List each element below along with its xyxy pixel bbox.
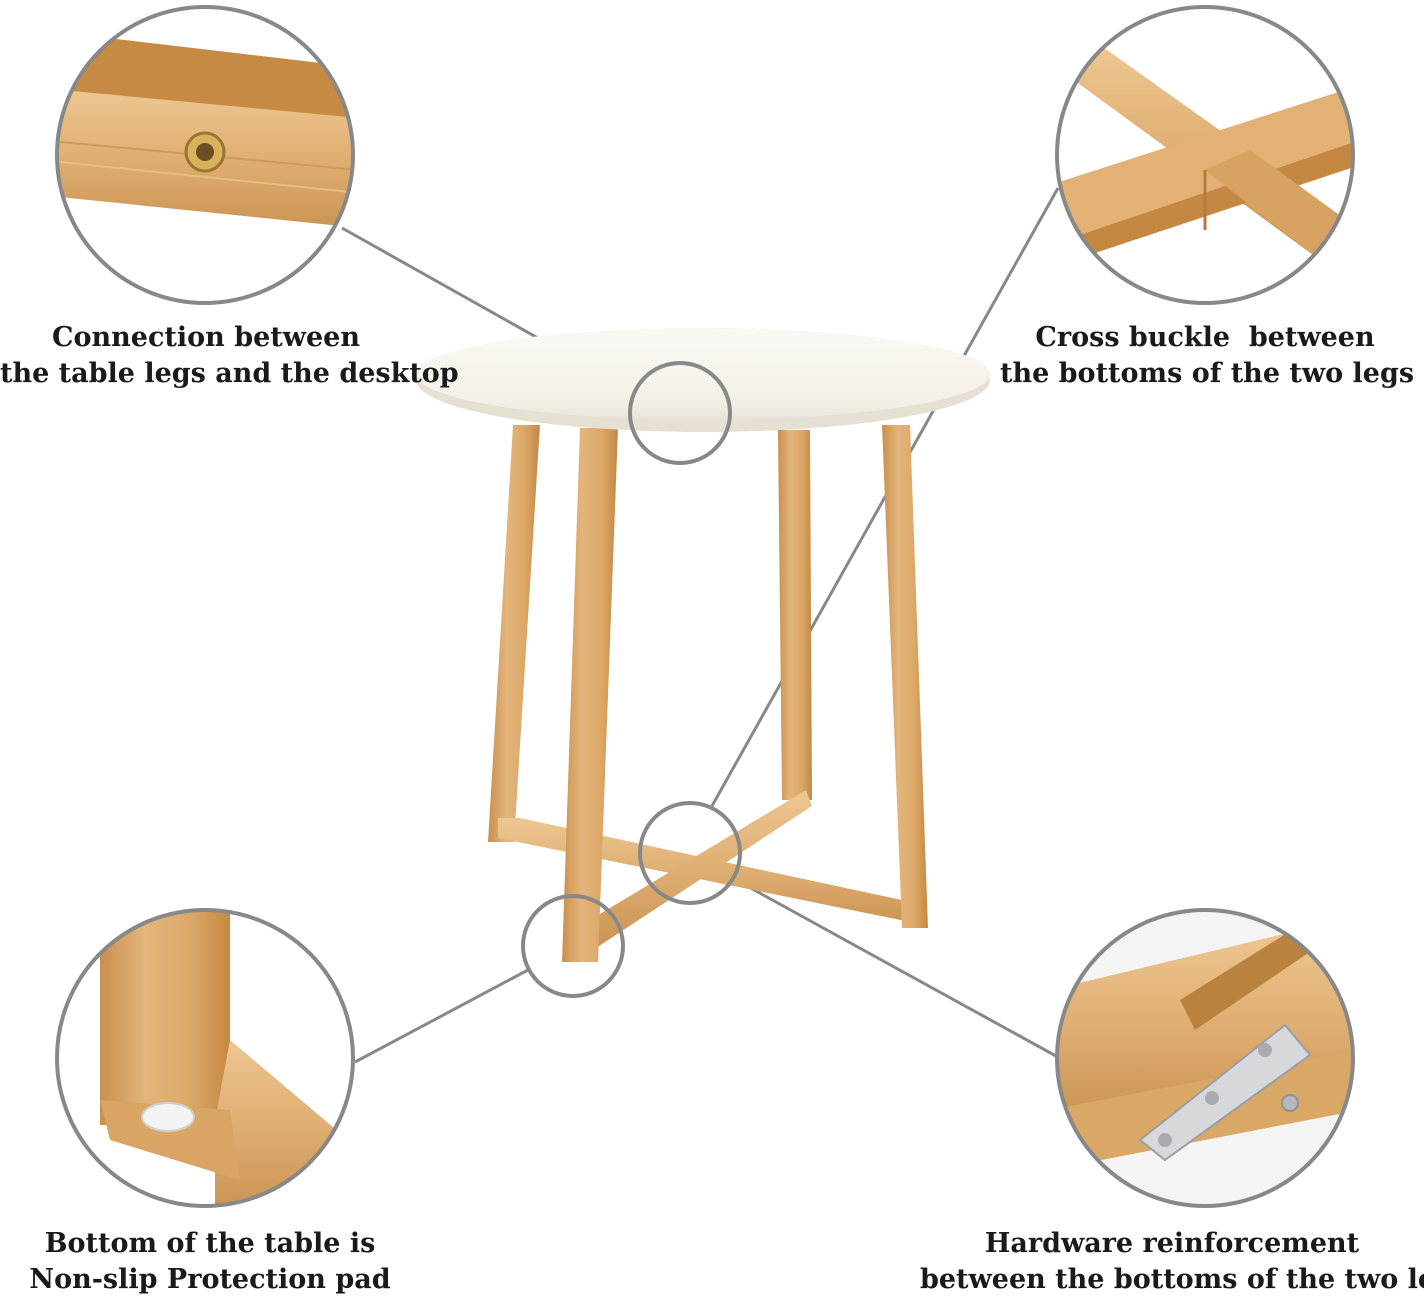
detail-cross-buckle-frame	[1055, 5, 1355, 305]
tabletop	[416, 328, 990, 420]
caption-hardware-line1: Hardware reinforcement	[984, 1228, 1360, 1259]
detail-connection-image	[57, 7, 353, 303]
caption-hardware: Hardware reinforcement between the botto…	[920, 1226, 1424, 1298]
table-leg-back-left	[488, 425, 540, 842]
metal-plate	[1138, 1023, 1312, 1162]
caption-foot-pad-line1: Bottom of the table is	[44, 1228, 376, 1259]
caption-foot-pad: Bottom of the table is Non-slip Protecti…	[20, 1226, 400, 1298]
connector-line-bottom-right	[735, 878, 1057, 1058]
caption-hardware-line2: between the bottoms of the two legs	[920, 1264, 1424, 1295]
zoom-marker-desktop-joint	[628, 361, 732, 465]
cross-bar-b	[590, 790, 812, 948]
caption-cross-buckle: Cross buckle between the bottoms of the …	[1000, 320, 1415, 392]
detail-cross-buckle-image	[1057, 7, 1353, 303]
table-leg-front-left	[562, 428, 618, 962]
detail-hardware-image	[1057, 910, 1353, 1206]
zoom-marker-cross-buckle	[638, 801, 742, 905]
detail-foot-pad-frame	[55, 908, 355, 1208]
table-leg-front-right	[882, 425, 928, 928]
caption-connection-line2: the table legs and the desktop	[0, 358, 459, 389]
zoom-markers	[521, 361, 742, 998]
side-table	[416, 328, 990, 962]
caption-connection: Connection between the table legs and th…	[0, 320, 459, 392]
callout-lines	[341, 187, 1060, 1064]
detail-hardware-frame	[1055, 908, 1355, 1208]
detail-foot-pad-image	[57, 910, 353, 1206]
connector-line-bottom-left	[354, 968, 529, 1064]
caption-cross-buckle-line1: Cross buckle between	[1035, 322, 1375, 353]
non-slip-pad	[141, 1102, 195, 1132]
detail-connection-frame	[55, 5, 355, 305]
caption-foot-pad-line2: Non-slip Protection pad	[29, 1264, 391, 1295]
caption-cross-buckle-line2: the bottoms of the two legs	[1000, 358, 1415, 389]
caption-connection-line1: Connection between	[52, 322, 360, 353]
zoom-marker-foot-pad	[521, 894, 625, 998]
table-leg-back-right	[778, 430, 812, 800]
